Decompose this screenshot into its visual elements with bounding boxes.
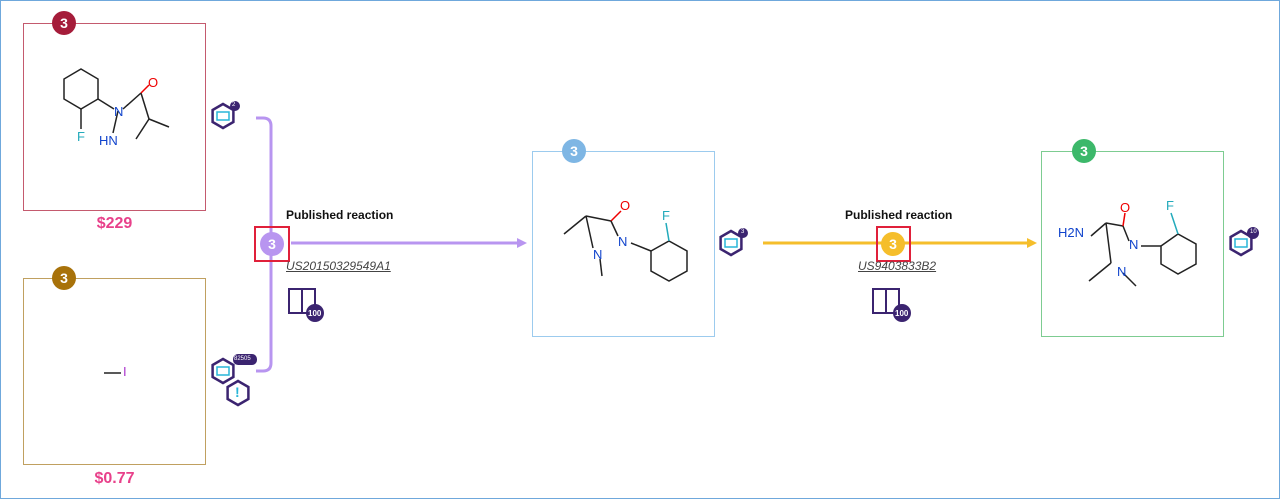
molecule-card-2[interactable]	[23, 278, 206, 465]
atom-label: F	[662, 208, 670, 223]
atom-label: N	[618, 234, 628, 249]
molecule-1-structure	[63, 68, 170, 140]
source-count: 10	[1250, 229, 1257, 235]
molecule-card-3[interactable]	[532, 151, 715, 337]
reaction-label: Published reaction	[845, 208, 953, 222]
molecule-4-structure	[1088, 212, 1197, 287]
reaction-step-node[interactable]: 3	[260, 232, 284, 256]
molecule-card-1[interactable]	[23, 23, 206, 211]
atom-label: O	[620, 198, 631, 213]
reference-count: 100	[895, 309, 909, 318]
atom-label: F	[1166, 198, 1174, 213]
atom-label: N	[114, 104, 124, 119]
atom-label: F	[77, 129, 85, 144]
patent-link[interactable]: US9403833B2	[858, 259, 937, 273]
step-badge: 3	[52, 266, 76, 290]
reference-count: 100	[308, 309, 322, 318]
price-label: $229	[96, 215, 133, 232]
step-badge: 3	[1072, 139, 1096, 163]
atom-label: H2N	[1058, 225, 1085, 240]
reaction-step-node[interactable]: 3	[881, 232, 905, 256]
atom-label: O	[1120, 200, 1131, 215]
atom-label: N	[1117, 264, 1127, 279]
book-source-icon	[719, 228, 748, 257]
book-source-icon	[211, 354, 257, 385]
book-source-icon	[211, 101, 240, 130]
literature-book-icon	[872, 288, 911, 322]
molecule-3-structure	[563, 210, 688, 282]
selection-highlight	[254, 226, 290, 262]
warning-mark[interactable]: !	[235, 384, 240, 400]
source-count: 82505	[234, 356, 251, 362]
literature-book-icon	[288, 288, 324, 322]
atom-label: N	[1129, 237, 1139, 252]
reaction-label: Published reaction	[286, 208, 394, 222]
atom-label: O	[148, 75, 159, 90]
selection-highlight	[876, 226, 911, 262]
atom-label: HN	[99, 133, 118, 148]
source-count: 3	[741, 229, 745, 235]
source-count: 2	[232, 102, 236, 108]
atom-label: N	[593, 247, 603, 262]
book-source-icon	[1229, 227, 1259, 257]
patent-link[interactable]: US20150329549A1	[286, 259, 391, 273]
atom-label: I	[123, 364, 127, 379]
step-badge: 3	[52, 11, 76, 35]
price-label: $0.77	[94, 470, 135, 487]
step-badge: 3	[562, 139, 586, 163]
molecule-card-4[interactable]	[1041, 151, 1224, 337]
